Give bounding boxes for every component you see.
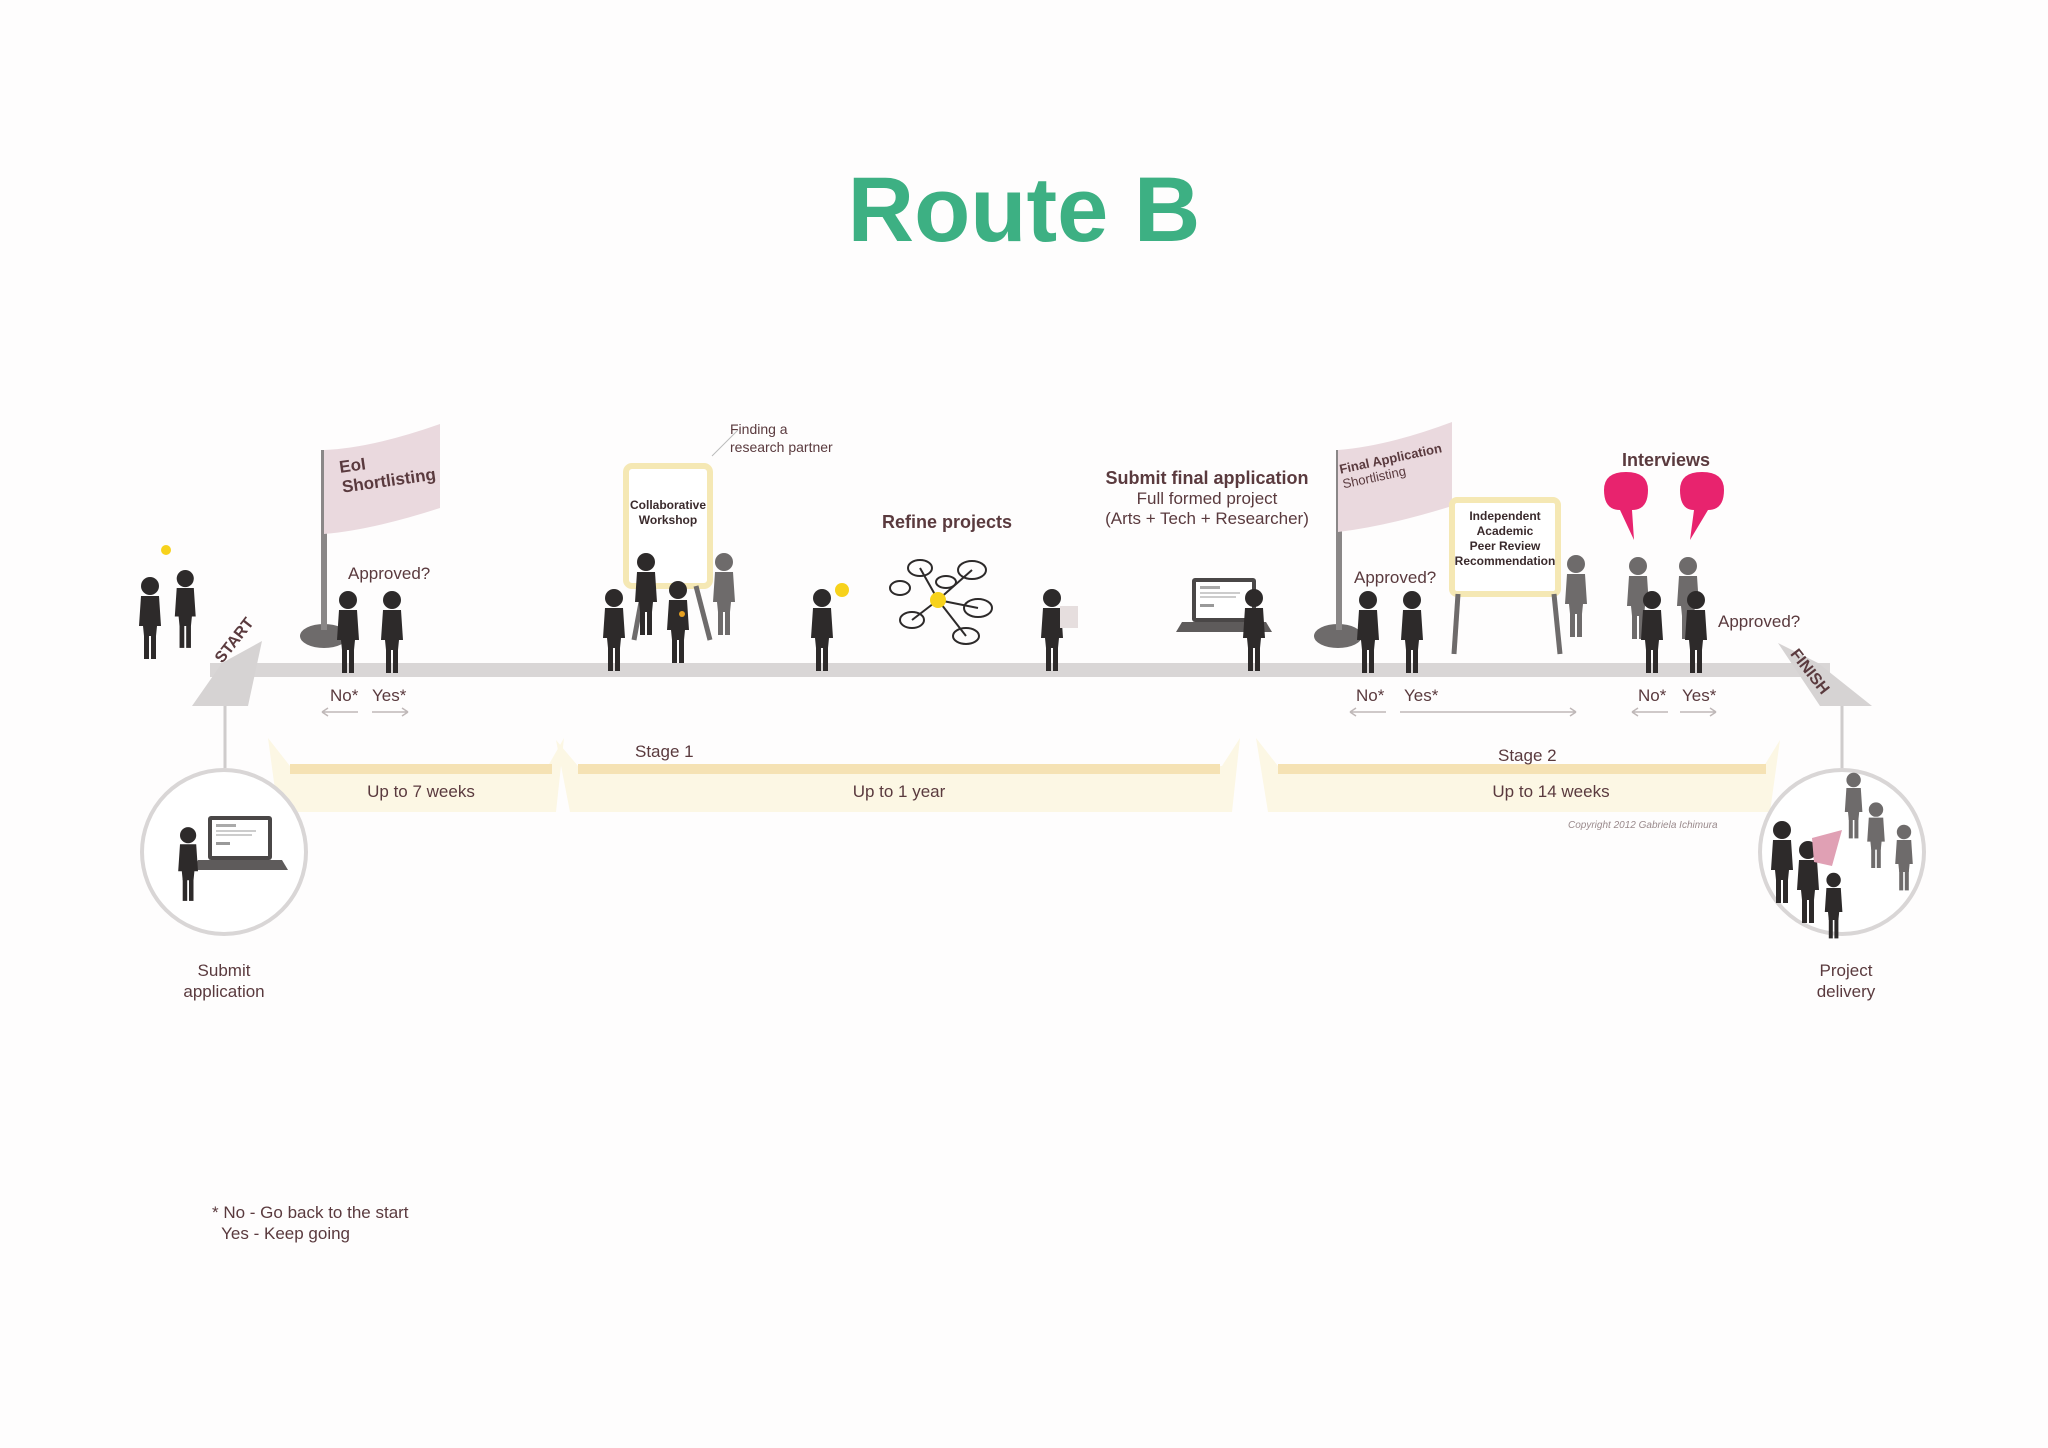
start-plate [192,641,262,706]
project-delivery-circle [1758,768,1926,939]
band-7-weeks [290,764,552,774]
submit-final-title: Submit final application [1105,468,1309,488]
stage-1-label: Stage 1 [635,742,694,761]
project-delivery-line1: Project [1819,961,1873,980]
refine-projects-scene [811,559,1078,671]
page-title: Route B [847,159,1201,261]
interviews-label: Interviews [1622,450,1711,470]
peer-review-board-text: Independent Academic Peer Review Recomme… [1448,509,1562,569]
track [192,641,1872,706]
no-label-2: No* [1356,686,1385,705]
yes-label-3: Yes* [1682,686,1717,705]
no-label-3: No* [1638,686,1667,705]
finding-line1: Finding a [730,421,788,437]
refine-projects-label: Refine projects [882,512,1013,532]
duration-7-weeks: Up to 7 weeks [367,782,475,801]
band-14-weeks [1278,764,1766,774]
submit-final-sub2: (Arts + Tech + Researcher) [1105,509,1309,528]
submit-application-circle [140,768,308,936]
submit-final-scene [1176,578,1272,671]
interviews-scene [1604,472,1724,673]
footnote: * No - Go back to the start Yes - Keep g… [212,1202,409,1244]
workshop-board [603,429,739,671]
approved-label-1: Approved? [348,564,431,583]
project-delivery-line2: delivery [1816,982,1876,1001]
submit-final-label: Submit final application Full formed pro… [1080,468,1334,529]
start-couple [139,545,196,659]
workshop-line1: Collaborative [629,498,707,512]
decision-arrows [321,707,1717,717]
final-application-flag [1314,422,1452,673]
duration-1-year: Up to 1 year [852,782,946,801]
project-delivery-caption: Project delivery [1766,960,1926,1002]
review-line2: Academic [1476,524,1534,538]
eoi-flag [300,424,440,673]
finding-line2: research partner [730,439,833,455]
review-line1: Independent [1469,509,1541,523]
submit-application-line2: application [183,982,265,1001]
finding-partner-label: Finding a research partner [730,420,833,456]
submit-final-sub1: Full formed project [1136,489,1278,508]
workshop-line2: Workshop [638,513,698,527]
peer-review-board [1449,497,1587,655]
footnote-line1: * No - Go back to the start [212,1203,409,1222]
review-line3: Peer Review [1469,539,1541,553]
approved-label-2: Approved? [1354,568,1437,587]
yes-label-1: Yes* [372,686,407,705]
duration-14-weeks: Up to 14 weeks [1492,782,1610,801]
copyright: Copyright 2012 Gabriela Ichimura [1568,820,1718,831]
yes-label-2: Yes* [1404,686,1439,705]
band-1-year [578,764,1220,774]
finish-plate [1778,643,1872,706]
workshop-board-text: Collaborative Workshop [620,498,716,528]
submit-application-line1: Submit [197,961,251,980]
approved-label-3: Approved? [1718,612,1801,631]
submit-application-caption: Submit application [144,960,304,1002]
no-label-1: No* [330,686,359,705]
footnote-line2: Yes - Keep going [212,1224,351,1243]
timeline-bands [268,738,1780,812]
review-line4: Recommendation [1454,554,1556,568]
stage-2-label: Stage 2 [1498,746,1557,765]
